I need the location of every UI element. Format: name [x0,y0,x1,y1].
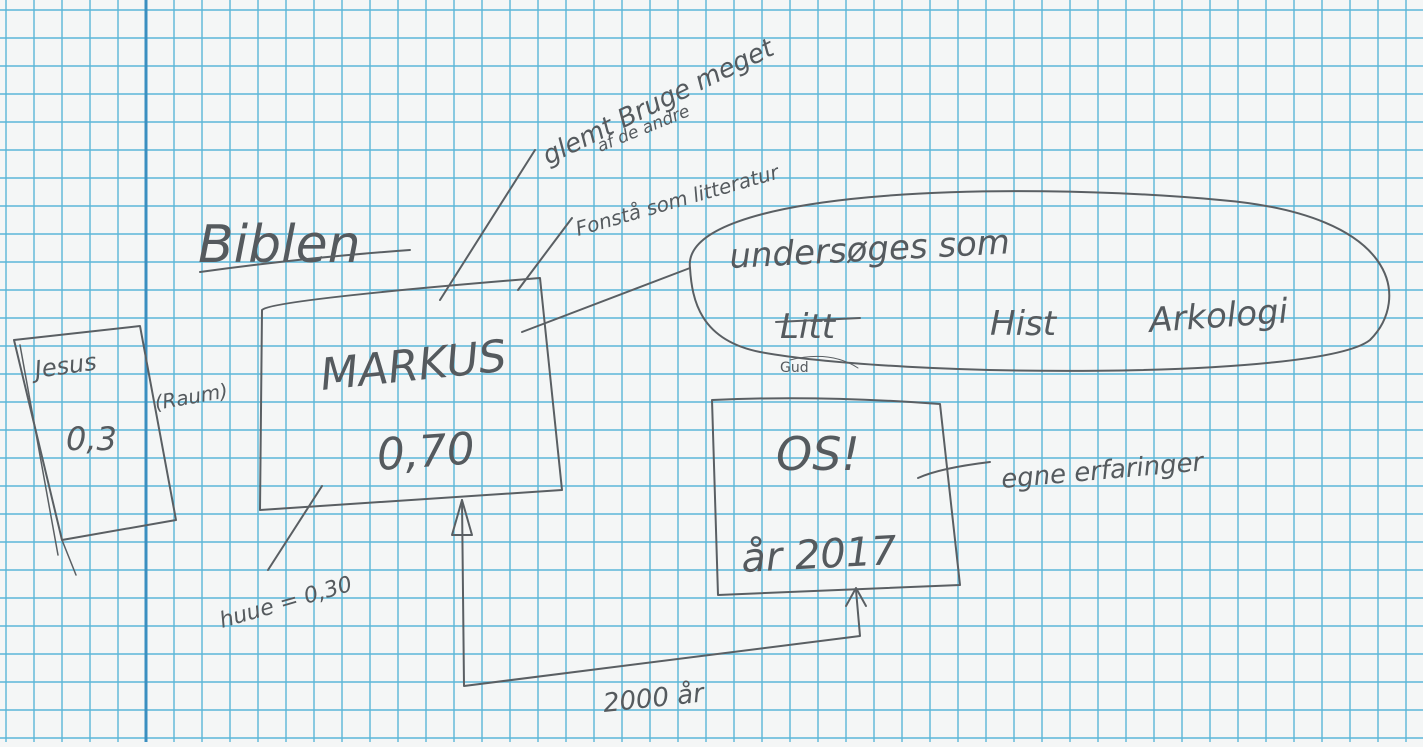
right-note: egne erfaringer [1000,447,1207,495]
center-box [259,277,563,511]
right-box-line2: år 2017 [740,528,898,582]
left-box-name: Jesus [29,348,98,385]
left-side-note: (Raum) [153,378,230,414]
title-underline [199,249,411,273]
bubble-item-1: Hist [990,304,1058,344]
thought-bubble [688,190,1391,372]
left-box [13,325,177,541]
time-arrow [461,499,861,687]
bubble-item-2: Arkologi [1146,291,1290,341]
bubble-item-0: Litt [780,307,837,347]
center-box-name: MARKUS [318,331,509,401]
left-box-tail [61,539,77,576]
title-text: Biblen [198,215,361,275]
arrowhead-up [451,499,473,536]
bottom-arrow-label: 2000 år [601,677,707,719]
bubble-connector [521,267,691,333]
bubble-scribble [789,355,859,369]
left-box-value: 0,3 [66,420,117,458]
left-box-edge [19,344,59,556]
arrowhead-right-box [845,587,867,607]
annotation-line-2 [517,217,573,291]
annotation-line-1 [439,149,536,301]
bubble-line1: undersøges som [728,222,1010,277]
right-note-line [917,461,991,479]
bubble-small-text: Gud [780,360,809,376]
center-box-value: 0,70 [375,423,476,481]
bottom-note-line [267,485,323,571]
bubble-strike [775,317,861,323]
right-box [711,397,961,596]
right-box-line1: OS! [776,427,860,481]
